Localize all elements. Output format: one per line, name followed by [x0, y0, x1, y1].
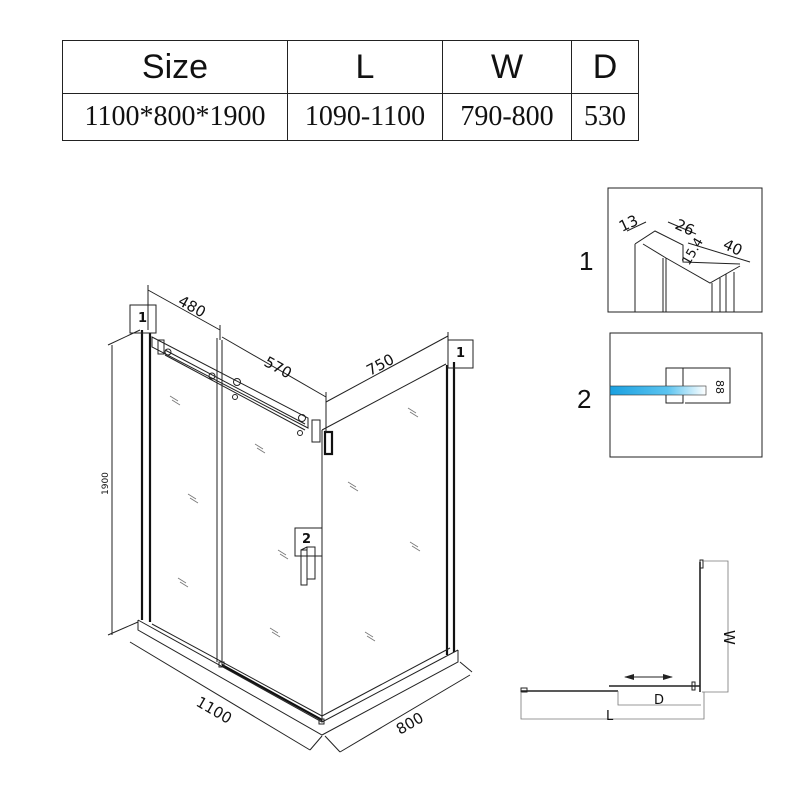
left-post	[140, 330, 152, 622]
dim-750: 750	[363, 350, 397, 379]
callout-right-post: 1	[456, 346, 465, 361]
detail-2-label: 2	[577, 384, 591, 414]
plan-dim-w: W	[720, 630, 738, 645]
callout-box-right-post	[447, 339, 474, 369]
value-w: 790-800	[442, 93, 572, 141]
dim-800: 800	[393, 709, 427, 739]
value-d: 530	[571, 93, 639, 141]
detail-2-bolts-icon: 88	[713, 380, 726, 394]
spec-value-row: 1100*800*1900 1090-1100 790-800 530	[62, 93, 639, 141]
right-post	[445, 362, 456, 655]
dim-1100: 1100	[193, 693, 235, 728]
shower-tray	[137, 619, 459, 736]
plan-view: W D L	[520, 559, 738, 724]
glass-hatch-marks	[169, 395, 421, 642]
dimension-lines	[107, 285, 473, 753]
value-l: 1090-1100	[287, 93, 443, 141]
value-size: 1100*800*1900	[62, 93, 288, 141]
detail-1-dim-40: 40	[720, 235, 745, 259]
callout-box-handle	[294, 527, 323, 557]
callout-left-post: 1	[138, 311, 147, 326]
header-size: Size	[62, 40, 288, 94]
detail-1-profile: 1 13 26 40 15.4	[579, 187, 763, 313]
callout-handle: 2	[302, 532, 311, 547]
dim-570: 570	[261, 353, 295, 383]
shower-enclosure-drawing: 480 570 750 1900 1100 800 1 1 2	[101, 285, 474, 753]
callout-box-left-post	[129, 304, 157, 334]
dim-1900: 1900	[101, 472, 111, 495]
spec-header-row: Size L W D	[62, 40, 639, 94]
detail-1-label: 1	[579, 246, 593, 276]
spec-table: Size L W D 1100*800*1900 1090-1100 790-8…	[62, 40, 639, 141]
header-l: L	[287, 40, 443, 94]
glass-pane	[609, 385, 707, 396]
top-rail	[151, 336, 334, 456]
plan-dim-d: D	[654, 693, 664, 708]
detail-2-handle-section: 2 88	[577, 332, 763, 458]
plan-dim-l: L	[606, 709, 614, 724]
header-d: D	[571, 40, 639, 94]
dim-480: 480	[175, 292, 209, 322]
door-handle	[300, 546, 316, 586]
detail-1-dim-13: 13	[616, 211, 641, 235]
right-panel-top	[321, 363, 447, 431]
